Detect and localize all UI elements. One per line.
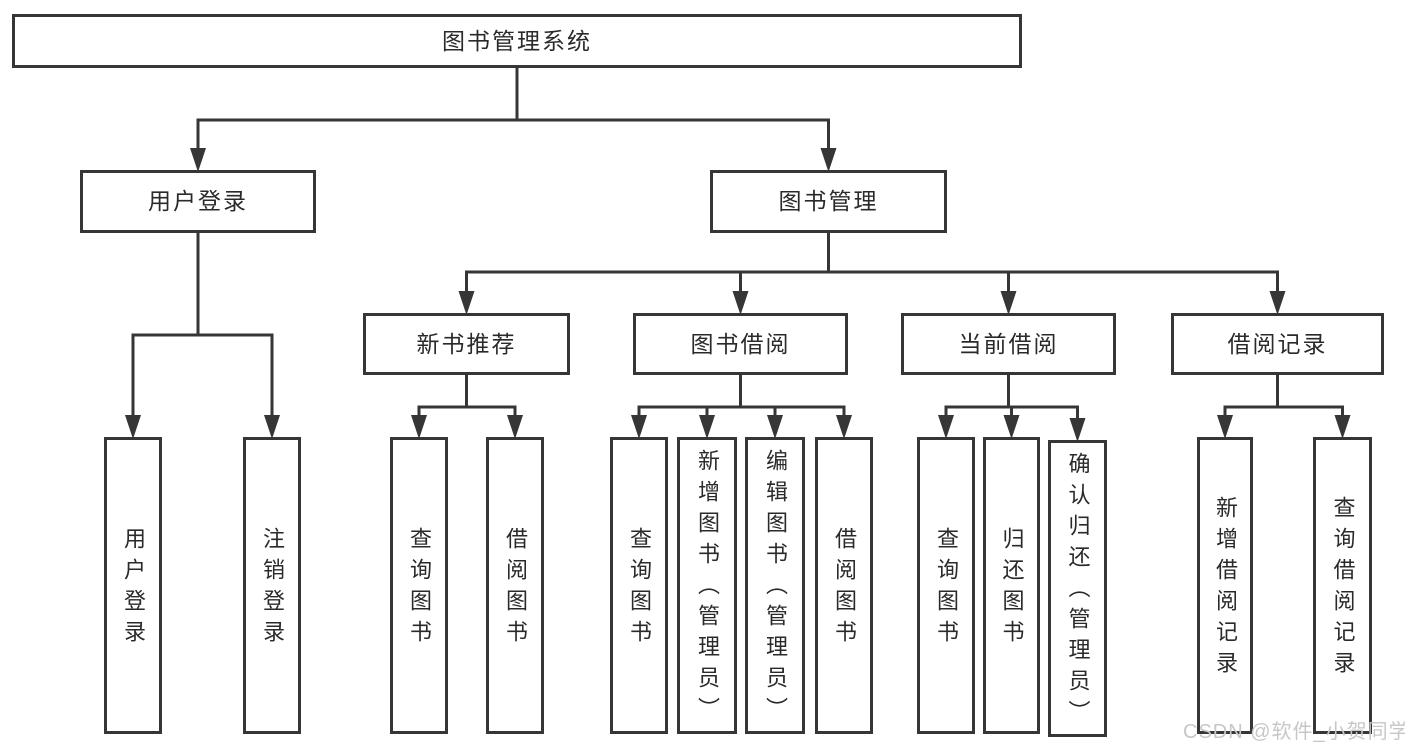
node-user-login-leaf: 用户登录 <box>104 437 162 734</box>
node-br-query-record: 查询借阅记录 <box>1313 437 1372 734</box>
watermark: CSDN @软件_小贺同学 <box>1183 721 1405 743</box>
node-cb-return-books: 归还图书 <box>983 437 1040 734</box>
node-root: 图书管理系统 <box>12 14 1022 68</box>
node-borrow-records: 借阅记录 <box>1171 313 1384 375</box>
node-bb-borrow-books: 借阅图书 <box>815 437 873 734</box>
node-logout-leaf: 注销登录 <box>243 437 301 734</box>
node-bb-add-books: 新增图书（管理员） <box>677 437 737 734</box>
node-new-book-rec: 新书推荐 <box>363 313 570 375</box>
node-cb-confirm-return: 确认归还（管理员） <box>1048 440 1107 737</box>
node-book-mgmt: 图书管理 <box>710 170 947 233</box>
node-bb-edit-books: 编辑图书（管理员） <box>745 437 805 734</box>
node-cb-query-books: 查询图书 <box>917 437 975 734</box>
node-nbr-query-books: 查询图书 <box>390 437 448 734</box>
node-book-borrow: 图书借阅 <box>633 313 848 375</box>
node-user-login: 用户登录 <box>80 170 316 233</box>
node-br-add-record: 新增借阅记录 <box>1197 437 1253 734</box>
node-bb-query-books: 查询图书 <box>610 437 668 734</box>
node-current-borrow: 当前借阅 <box>901 313 1116 375</box>
node-nbr-borrow-books: 借阅图书 <box>486 437 544 734</box>
